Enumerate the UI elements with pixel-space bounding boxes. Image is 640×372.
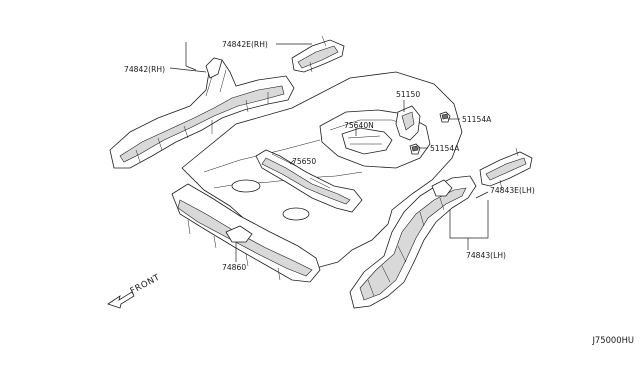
- label-51154a-upper: 51154A: [462, 115, 492, 124]
- part-75650: [255, 149, 363, 213]
- label-74843e-lh: 74843E(LH): [490, 186, 535, 195]
- leader-74843e: [475, 191, 489, 199]
- diagram-code: J75000HU: [591, 335, 634, 345]
- front-direction-indicator: FRONT: [107, 273, 162, 309]
- bolt-51154a-lower: [409, 143, 421, 155]
- part-74843-lh: [349, 175, 477, 309]
- label-51150: 51150: [396, 90, 420, 99]
- part-75640n: [341, 127, 393, 155]
- label-75640n: 75640N: [344, 121, 374, 130]
- leader-74842: [169, 67, 207, 73]
- part-74843e-lh: [479, 147, 533, 191]
- part-51150: [395, 105, 421, 141]
- label-74842e-rh: 74842E(RH): [222, 40, 268, 49]
- leader-74842e-to-member: [185, 42, 197, 71]
- label-75650: 75650: [292, 157, 316, 166]
- label-51154a-lower: 51154A: [430, 144, 460, 153]
- label-74842-rh: 74842(RH): [124, 65, 165, 74]
- leader-lines: [169, 42, 489, 262]
- label-74860: 74860: [222, 263, 246, 272]
- part-74860: [171, 183, 321, 283]
- leader-74843-bracket: [449, 200, 489, 239]
- leader-75650: [289, 159, 295, 165]
- part-74842e-rh: [291, 35, 345, 73]
- label-front: FRONT: [129, 273, 162, 297]
- label-74843-lh: 74843(LH): [466, 251, 506, 260]
- front-arrow-icon: [107, 291, 135, 309]
- part-74842-rh: [109, 57, 295, 169]
